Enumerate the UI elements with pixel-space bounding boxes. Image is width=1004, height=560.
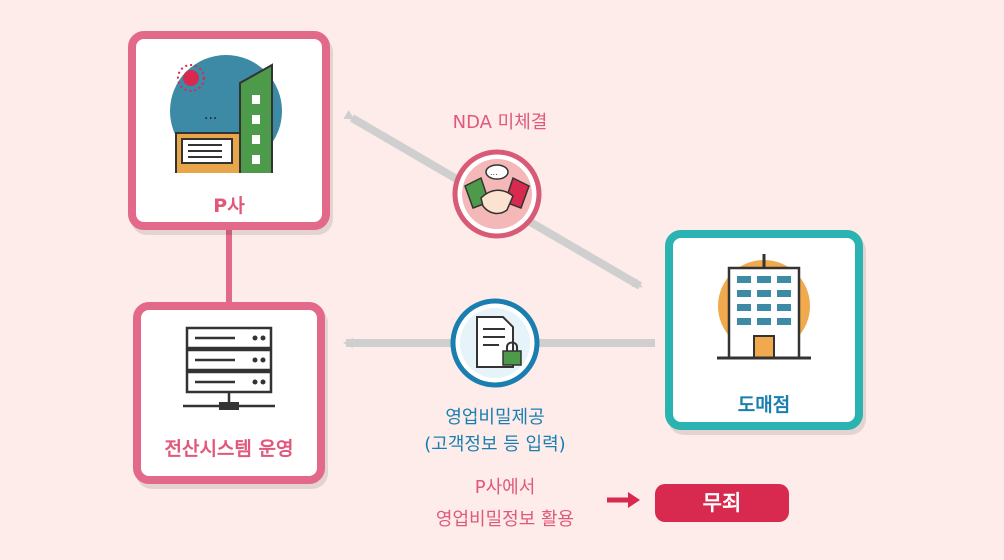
provide-label-line2: (고객정보 등 입력) [424, 434, 566, 455]
it-system-label: 전산시스템 운영 [164, 438, 294, 460]
wholesaler-card: 도매점 [665, 230, 863, 430]
server-rack-icon [183, 326, 275, 410]
company-p-card: ... P사 [128, 31, 330, 230]
handshake-icon: ... [452, 149, 542, 239]
svg-text:...: ... [490, 168, 498, 177]
verdict-arrowhead [628, 492, 640, 508]
office-building-icon: ... [170, 55, 282, 173]
nda-label: NDA 미체결 [452, 112, 548, 133]
misuse-label-line2: 영업비밀정보 활용 [435, 509, 575, 530]
locked-document-icon [450, 298, 540, 388]
company-p-label: P사 [213, 195, 245, 217]
svg-text:...: ... [204, 107, 217, 123]
tower-building-icon [717, 254, 811, 360]
it-system-card: 전산시스템 운영 [133, 302, 325, 484]
provide-label-line1: 영업비밀제공 [445, 407, 545, 428]
wholesaler-label: 도매점 [737, 394, 791, 416]
verdict-badge: 무죄 [655, 484, 789, 522]
misuse-label-line1: P사에서 [474, 477, 536, 498]
